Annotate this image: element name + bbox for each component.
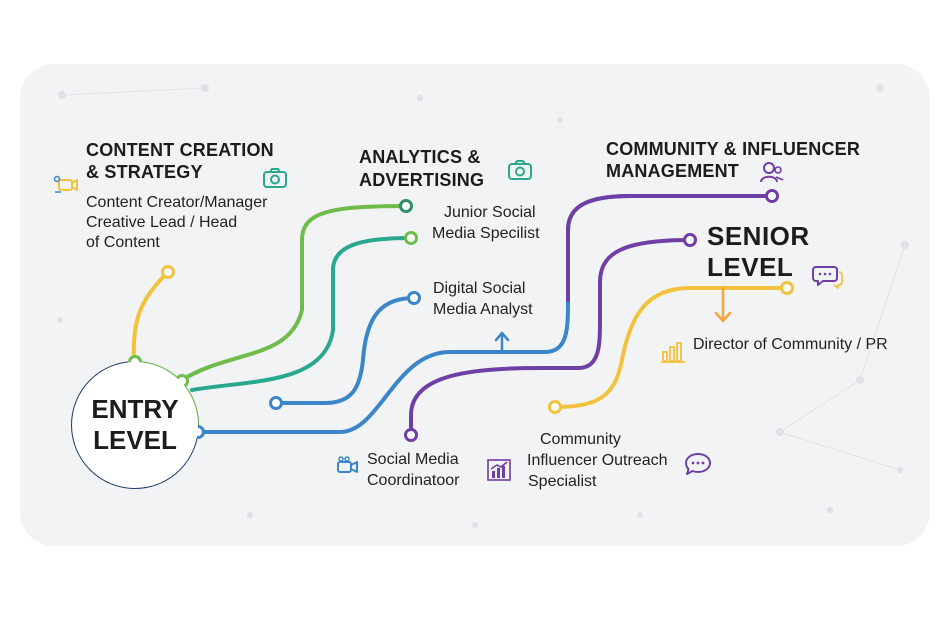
chat-bubble-icon bbox=[812, 266, 843, 289]
coordinator-role-line2: Coordinatoor bbox=[367, 472, 460, 489]
analytics-title-line1: ANALYTICS & bbox=[359, 147, 481, 167]
content-title-line2: & STRATEGY bbox=[86, 162, 203, 182]
director-role: Director of Community / PR bbox=[693, 336, 888, 353]
entry-level-node: ENTRY LEVEL bbox=[72, 362, 198, 488]
chat-bubble-icon bbox=[685, 453, 711, 475]
camera-icon bbox=[263, 168, 287, 188]
community-title-line2: MANAGEMENT bbox=[606, 161, 739, 181]
video-camera-icon bbox=[337, 456, 358, 473]
entry-level-line2: LEVEL bbox=[93, 425, 177, 455]
content-role-line2: Creative Lead / Head bbox=[86, 214, 238, 231]
analytics-title-line2: ADVERTISING bbox=[359, 170, 485, 190]
community-title-line1: COMMUNITY & INFLUENCER bbox=[606, 139, 861, 159]
arrow-up-icon bbox=[494, 331, 510, 354]
junior-role-line1: Junior Social bbox=[444, 204, 536, 221]
outreach-role-line1: Community bbox=[540, 431, 621, 448]
coordinator-role-line1: Social Media bbox=[367, 451, 459, 468]
digital-role-line1: Digital Social bbox=[433, 280, 526, 297]
bar-chart-icon bbox=[661, 342, 685, 363]
camera-icon bbox=[508, 160, 532, 180]
video-camera-icon bbox=[53, 175, 78, 193]
users-icon bbox=[760, 162, 784, 183]
entry-level-line1: ENTRY bbox=[91, 394, 179, 424]
arrow-down-icon bbox=[714, 286, 732, 323]
outreach-role-line3: Specialist bbox=[528, 473, 597, 490]
senior-level-line2: LEVEL bbox=[707, 252, 794, 282]
content-title-line1: CONTENT CREATION bbox=[86, 140, 274, 160]
digital-role-line2: Media Analyst bbox=[433, 301, 533, 318]
content-role-line1: Content Creator/Manager bbox=[86, 194, 268, 211]
junior-role-line2: Media Specilist bbox=[432, 225, 540, 242]
background-network bbox=[57, 84, 909, 528]
content-role-line3: of Content bbox=[86, 234, 160, 251]
senior-level-line1: SENIOR bbox=[707, 221, 810, 251]
outreach-role-line2: Influencer Outreach bbox=[527, 452, 668, 469]
bar-chart-icon bbox=[487, 459, 511, 481]
